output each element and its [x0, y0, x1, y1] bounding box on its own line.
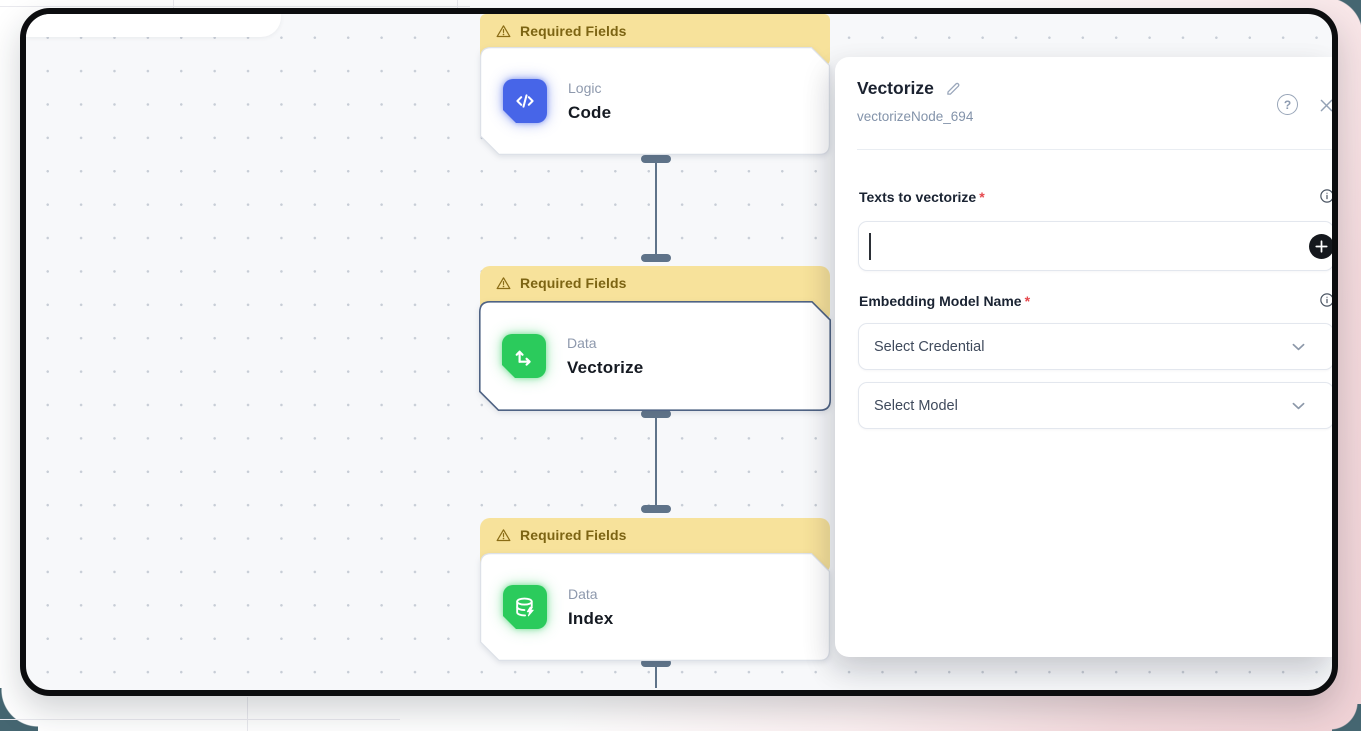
edge-line [655, 163, 657, 257]
node-card[interactable]: Data Index [480, 553, 830, 661]
node-config-panel: Vectorize vectorizeNode_694 ? Texts to v… [835, 57, 1332, 657]
chevron-down-icon [1292, 402, 1305, 409]
toolbar-panel-edge [26, 14, 281, 37]
port-handle[interactable] [641, 410, 671, 418]
select-model-dropdown[interactable]: Select Model [858, 382, 1332, 429]
vectorize-icon [502, 334, 546, 378]
edit-pencil-icon[interactable] [945, 80, 962, 97]
node-title: Vectorize [567, 357, 644, 377]
node-category: Logic [568, 79, 602, 96]
port-handle[interactable] [641, 155, 671, 163]
help-icon[interactable]: ? [1277, 94, 1298, 115]
warning-icon [496, 24, 511, 37]
backdrop-gridline [173, 0, 174, 10]
texts-to-vectorize-label: Texts to vectorize* [859, 189, 985, 205]
node-title: Index [568, 608, 614, 628]
required-marker: * [979, 189, 985, 205]
texts-to-vectorize-input[interactable] [858, 221, 1332, 271]
backdrop-gridline [0, 719, 400, 720]
port-handle[interactable] [641, 505, 671, 513]
app-window: Required Fields Logic Code [20, 8, 1338, 696]
embedding-model-name-label: Embedding Model Name* [859, 293, 1031, 309]
backdrop-gridline [247, 697, 248, 731]
text-cursor [869, 233, 871, 260]
banner-label: Required Fields [520, 527, 627, 543]
select-credential-dropdown[interactable]: Select Credential [858, 323, 1332, 370]
banner-label: Required Fields [520, 22, 627, 39]
backdrop-gridline [457, 0, 458, 10]
required-marker: * [1024, 293, 1031, 309]
node-card[interactable]: Logic Code [480, 47, 830, 155]
plus-icon [1315, 240, 1328, 253]
warning-icon [496, 529, 511, 542]
edge-line [655, 665, 657, 688]
chevron-down-icon [1292, 343, 1305, 350]
port-handle[interactable] [641, 659, 671, 667]
backdrop-corner-accent [0, 688, 38, 731]
close-icon[interactable] [1317, 96, 1332, 114]
backdrop-gridline [0, 6, 470, 7]
node-title: Code [568, 102, 612, 122]
edge-line [655, 417, 657, 507]
node-card-selected[interactable]: Data Vectorize [479, 301, 831, 411]
divider [857, 149, 1332, 150]
port-handle[interactable] [641, 254, 671, 262]
database-icon [503, 585, 547, 629]
warning-icon [496, 277, 511, 290]
node-id-label: vectorizeNode_694 [857, 109, 974, 124]
banner-label: Required Fields [520, 275, 627, 291]
node-category: Data [567, 334, 597, 351]
code-icon [503, 79, 547, 123]
add-item-button[interactable] [1309, 234, 1332, 259]
backdrop-corner-accent [1332, 704, 1361, 731]
panel-title: Vectorize [857, 78, 962, 99]
info-icon[interactable] [1319, 188, 1332, 204]
node-category: Data [568, 585, 598, 602]
info-icon[interactable] [1319, 292, 1332, 308]
